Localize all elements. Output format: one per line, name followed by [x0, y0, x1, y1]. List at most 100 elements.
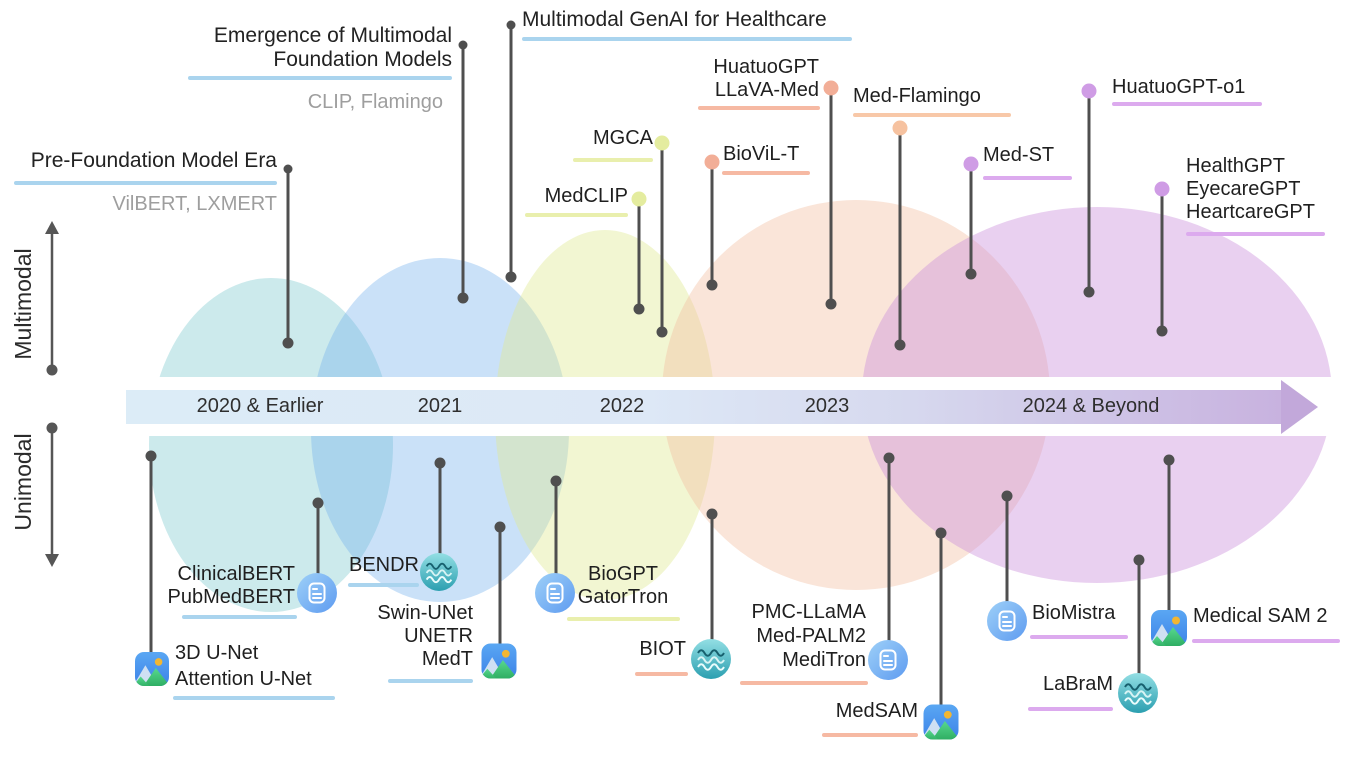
event-underline [983, 176, 1072, 180]
event-top-dot [312, 497, 324, 509]
multimodal-axis-arrow-icon [45, 221, 59, 376]
document-icon [535, 573, 575, 613]
event-base-dot [1083, 286, 1095, 298]
event-marker-dot [892, 120, 908, 136]
event-underline [348, 583, 419, 587]
era-underline [522, 37, 852, 41]
event-label: ClinicalBERT PubMedBERT [168, 563, 295, 609]
event-stem [316, 503, 320, 590]
event-underline [822, 733, 918, 737]
era-underline [14, 181, 277, 185]
event-underline [1030, 635, 1128, 639]
event-top-dot [1001, 490, 1013, 502]
event-underline [722, 171, 810, 175]
era-title: Emergence of Multimodal Foundation Model… [214, 24, 452, 72]
event-label-line: Attention U-Net [175, 668, 312, 690]
event-marker-dot [704, 154, 720, 170]
event-stem [939, 533, 943, 718]
event-marker-dot [631, 191, 647, 207]
era-title: Multimodal GenAI for Healthcare [522, 8, 827, 31]
era-title: Pre-Foundation Model Era [30, 149, 277, 172]
event-label: Med-Flamingo [853, 85, 981, 107]
event-label: BENDR [348, 554, 419, 576]
event-stem [710, 163, 714, 285]
event-marker-dot [1081, 83, 1097, 99]
event-stem [149, 456, 153, 662]
year-label-2021: 2021 [417, 395, 463, 417]
event-stem [498, 527, 502, 655]
event-label: HealthGPT EyecareGPT HeartcareGPT [1186, 155, 1315, 224]
event-underline [698, 106, 820, 110]
event-label: MGCA [593, 127, 653, 149]
event-label: PMC-LLaMA Med-PALM2 MediTron [752, 600, 866, 672]
event-underline [567, 617, 680, 621]
event-underline [1192, 639, 1340, 643]
event-underline [635, 672, 688, 676]
image-icon [923, 704, 959, 740]
event-stem [1160, 190, 1164, 331]
event-underline [388, 679, 473, 683]
waveform-icon [1118, 673, 1158, 713]
event-stem [438, 463, 442, 570]
image-icon [481, 643, 517, 679]
event-underline [853, 113, 1011, 117]
event-underline [1028, 707, 1113, 711]
event-label-line: EyecareGPT [1186, 178, 1301, 200]
image-icon [135, 652, 169, 686]
era-underline [188, 76, 452, 80]
event-top-dot [434, 457, 446, 469]
era-top-dot [458, 40, 468, 50]
event-label-line: HealthGPT [1186, 155, 1285, 177]
era-title-line: Foundation Models [273, 48, 452, 71]
event-top-dot [550, 475, 562, 487]
document-icon [297, 573, 337, 613]
event-underline [182, 615, 297, 619]
event-label-line: ClinicalBERT [177, 563, 295, 585]
event-marker-dot [1154, 181, 1170, 197]
event-stem [898, 129, 902, 345]
event-stem [1137, 560, 1141, 690]
unimodal-axis-label: Unimodal [10, 433, 36, 531]
event-top-dot [706, 508, 718, 520]
event-stem [1005, 496, 1009, 618]
event-stem [710, 514, 714, 655]
event-label-line: GatorTron [577, 586, 669, 608]
event-label: MedCLIP [544, 185, 628, 207]
year-label-2022: 2022 [599, 395, 645, 417]
event-stem [637, 200, 641, 309]
event-top-dot [1133, 554, 1145, 566]
event-label-line: Med-PALM2 [756, 625, 866, 647]
image-icon [1151, 610, 1187, 646]
event-label-line: LLaVA-Med [714, 79, 819, 101]
event-label-line: HuatuoGPT [713, 56, 819, 78]
event-label: BioViL-T [723, 143, 800, 165]
era-example-models: VilBERT, LXMERT [112, 193, 277, 215]
event-label: BioMistra [1032, 602, 1116, 624]
event-stem [1167, 460, 1171, 624]
era-top-dot [506, 20, 516, 30]
multimodal-axis-label: Multimodal [10, 248, 36, 360]
background-circle-2020 [149, 278, 393, 612]
event-label: Medical SAM 2 [1193, 605, 1328, 627]
event-underline [1112, 102, 1262, 106]
era-stem [509, 26, 513, 277]
event-label: BIOT [639, 638, 686, 660]
event-label-line: Swin-UNet [377, 602, 473, 624]
document-icon [868, 640, 908, 680]
event-base-dot [825, 298, 837, 310]
year-label-2024: 2024 & Beyond [1022, 395, 1160, 417]
era-stem [461, 46, 465, 298]
event-label: HuatuoGPT-o1 [1112, 76, 1246, 98]
timeline-arrowhead-icon [1281, 380, 1318, 434]
event-base-dot [633, 303, 645, 315]
event-base-dot [656, 326, 668, 338]
document-icon [987, 601, 1027, 641]
event-marker-dot [963, 156, 979, 172]
year-label-2023: 2023 [804, 395, 850, 417]
event-base-dot [965, 268, 977, 280]
era-base-dot [282, 337, 294, 349]
event-stem [554, 481, 558, 590]
era-title-line: Emergence of Multimodal [213, 24, 452, 47]
event-top-dot [494, 521, 506, 533]
